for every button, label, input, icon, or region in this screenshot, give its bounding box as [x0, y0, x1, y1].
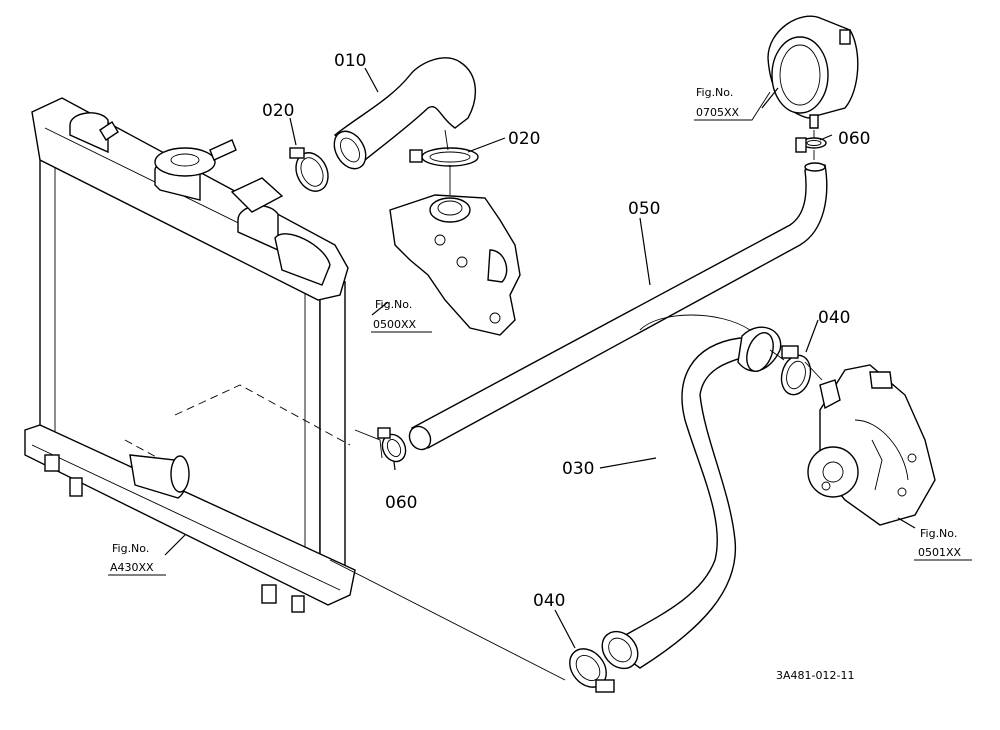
- hose-050: [408, 162, 828, 451]
- clamp-020-right: [409, 147, 479, 167]
- leader-lines: [164, 67, 916, 649]
- fig-ref-tank: Fig.No. 0705XX: [694, 86, 771, 121]
- part-label-020-left: 020: [262, 101, 294, 121]
- part-label-020-right: 020: [508, 129, 540, 149]
- part-label-060-top: 060: [838, 129, 870, 149]
- hose-030: [601, 314, 782, 670]
- reserve-tank: [767, 15, 859, 129]
- clamp-040-upper: [780, 345, 812, 396]
- fig-ref-code: 0500XX: [373, 318, 417, 331]
- water-pump: [807, 364, 936, 526]
- fig-ref-prefix: Fig.No.: [920, 527, 957, 540]
- part-label-040-lower: 040: [533, 591, 565, 611]
- clamp-060-top: [795, 137, 827, 153]
- drawing-code: 3A481-012-11: [776, 669, 854, 682]
- hose-010: [333, 57, 477, 170]
- part-label-040-upper: 040: [818, 308, 850, 328]
- fig-ref-code: A430XX: [110, 561, 154, 574]
- fig-ref-code: 0501XX: [918, 546, 962, 559]
- fig-ref-prefix: Fig.No.: [696, 86, 733, 99]
- part-label-010: 010: [334, 51, 366, 71]
- part-label-060-bottom: 060: [385, 493, 417, 513]
- fig-ref-thermostat: Fig.No. 0500XX: [371, 298, 432, 333]
- clamp-060-bottom: [377, 427, 407, 463]
- fig-ref-prefix: Fig.No.: [112, 542, 149, 555]
- clamp-040-lower: [569, 648, 615, 693]
- radiator: [24, 97, 356, 613]
- fig-ref-radiator: Fig.No. A430XX: [108, 542, 166, 576]
- part-label-030: 030: [562, 459, 594, 479]
- fig-ref-pump: Fig.No. 0501XX: [914, 527, 972, 561]
- fig-ref-code: 0705XX: [696, 106, 740, 119]
- thermostat-housing: [389, 194, 521, 336]
- fig-ref-prefix: Fig.No.: [375, 298, 412, 311]
- clamp-020-left: [289, 147, 329, 192]
- connection-lines: [329, 129, 823, 681]
- part-label-050: 050: [628, 199, 660, 219]
